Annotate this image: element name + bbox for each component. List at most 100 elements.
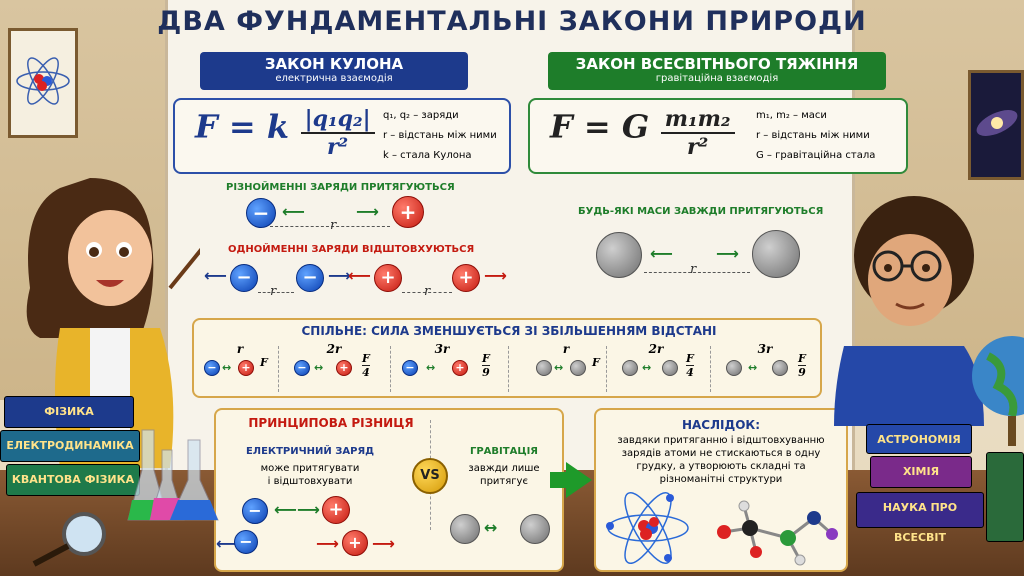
book-quantum-physics: КВАНТОВА ФІЗИКА [6, 464, 140, 496]
cell-force-numerator: F [362, 352, 370, 366]
atom-icon [606, 492, 689, 564]
common-title: СПІЛЬНЕ: СИЛА ЗМЕНШУЄТЬСЯ ЗІ ЗБІЛЬШЕННЯМ… [301, 324, 717, 338]
result-title: НАСЛІДОК: [681, 418, 761, 432]
cell-separator [606, 346, 607, 392]
result-section: НАСЛІДОК: завдяки притяганню і відштовху… [594, 408, 848, 572]
arrow-left-icon: ⟵ [216, 534, 239, 553]
positive-charge-icon: + [322, 496, 350, 524]
coulomb-legend-constant: k – стала Кулона [383, 150, 472, 161]
gravity-formula: F = G m₁m₂ r² [550, 106, 735, 160]
mass-icon [622, 360, 638, 376]
same-charges-label: ОДНОЙМЕННІ ЗАРЯДИ ВІДШТОВХУЮТЬСЯ [228, 244, 475, 255]
atom-poster [8, 28, 78, 138]
arrows-icon: ⟵⟶ [274, 500, 320, 519]
gravity-diff-title: ГРАВІТАЦІЯ [469, 446, 539, 457]
positive-charge-icon: + [452, 360, 468, 376]
common-cell: 2r ↔ F 4 [614, 342, 718, 394]
cell-separator [390, 346, 391, 392]
arrow-left-icon: ⟵ [282, 202, 305, 221]
mass-icon [520, 514, 550, 544]
cell-distance: r [562, 342, 570, 356]
mass-icon [596, 232, 642, 278]
cell-separator [710, 346, 711, 392]
positive-charge-icon: + [374, 264, 402, 292]
cell-distance: 3r [434, 342, 450, 356]
mass-icon [570, 360, 586, 376]
distance-line [258, 292, 294, 293]
book-astronomy: АСТРОНОМІЯ [866, 424, 972, 454]
gravity-legend: m₁, m₂ – маси r – відстань між ними G – … [756, 106, 875, 166]
difference-title: ПРИНЦИПОВА РІЗНИЦЯ [248, 416, 414, 430]
mass-icon [772, 360, 788, 376]
cell-distance: 2r [326, 342, 342, 356]
cell-force: F [592, 356, 600, 369]
coulomb-fraction: |q₁q₂| r² [300, 106, 375, 160]
coulomb-formula-numerator: |q₁q₂| [300, 106, 375, 134]
cell-force-numerator: F [592, 356, 600, 369]
arrow-right-icon: ⟶ [328, 266, 351, 285]
cell-force: F 9 [798, 352, 806, 379]
cell-force: F [260, 356, 268, 369]
cell-force-numerator: F [260, 356, 268, 369]
common-cell: 3r − ↔ + F 9 [400, 342, 504, 394]
distance-label: r [330, 218, 337, 233]
cell-force-numerator: F [798, 352, 806, 366]
cell-distance: 2r [648, 342, 664, 356]
cell-separator [278, 346, 279, 392]
coulomb-formula: F = k |q₁q₂| r² [195, 106, 375, 160]
next-arrow-icon [566, 462, 592, 498]
cell-separator [508, 346, 509, 392]
arrow-left-icon: ⟵ [650, 244, 673, 263]
coulomb-formula-box: F = k |q₁q₂| r² q₁, q₂ – заряди r – відс… [173, 98, 511, 174]
gravity-formula-box: F = G m₁m₂ r² m₁, m₂ – маси r – відстань… [528, 98, 908, 174]
mass-icon [450, 514, 480, 544]
coulomb-legend: q₁, q₂ – заряди r – відстань між ними k … [383, 106, 497, 166]
negative-charge-icon: − [294, 360, 310, 376]
galaxy-icon [976, 110, 1018, 136]
mass-icon [752, 230, 800, 278]
negative-charge-icon: − [230, 264, 258, 292]
book-chemistry: ХІМІЯ [870, 456, 972, 488]
negative-charge-icon: − [296, 264, 324, 292]
arrow-right-icon: ⟶ [316, 534, 339, 553]
arrow-right-icon: ⟶ [372, 534, 395, 553]
arrow-left-icon: ⟵ [204, 266, 227, 285]
gravity-formula-numerator: m₁m₂ [660, 106, 735, 134]
coulomb-formula-denominator: r² [326, 134, 349, 160]
negative-charge-icon: − [242, 498, 268, 524]
negative-charge-icon: − [204, 360, 220, 376]
gravity-header: ЗАКОН ВСЕСВІТНЬОГО ТЯЖІННЯ гравітаційна … [548, 52, 886, 90]
cell-distance: 3r [757, 342, 773, 356]
distance-line [270, 226, 390, 227]
book-physics: ФІЗИКА [4, 396, 134, 428]
distance-label: r [270, 284, 277, 299]
atom-icon [16, 57, 70, 105]
arrow-left-icon: ⟵ [348, 266, 371, 285]
electric-title: ЕЛЕКТРИЧНИЙ ЗАРЯД [245, 446, 375, 457]
arrows-icon: ↔ [554, 361, 564, 374]
gravity-legend-masses: m₁, m₂ – маси [756, 110, 827, 121]
arrows-icon: ↔ [484, 518, 498, 537]
arrows-icon: ↔ [222, 361, 232, 374]
book-universe-science: НАУКА ПРО ВСЕСВІТ [856, 492, 984, 544]
boy-character [834, 196, 984, 426]
vs-badge: VS [412, 458, 448, 494]
distance-line [402, 292, 452, 293]
book-spine [986, 452, 1024, 542]
negative-charge-icon: − [234, 530, 258, 554]
cell-force-denominator: 9 [482, 366, 490, 379]
positive-charge-icon: + [238, 360, 254, 376]
arrows-icon: ↔ [642, 361, 652, 374]
arrow-right-icon: ⟶ [484, 266, 507, 285]
negative-charge-icon: − [246, 198, 276, 228]
cell-force-denominator: 4 [362, 366, 370, 379]
cell-force: F 4 [686, 352, 694, 379]
gravity-subtitle: гравітаційна взаємодія [655, 73, 779, 84]
gravity-legend-distance: r – відстань між ними [756, 130, 870, 141]
result-text: завдяки притяганню і відштовхуванню заря… [617, 435, 825, 485]
molecule-icon [717, 500, 838, 566]
arrows-icon: ↔ [314, 361, 324, 374]
opposite-charges-label: РІЗНОЙМЕННІ ЗАРЯДИ ПРИТЯГУЮТЬСЯ [226, 182, 455, 193]
coulomb-title: ЗАКОН КУЛОНА [264, 55, 404, 73]
common-section: СПІЛЬНЕ: СИЛА ЗМЕНШУЄТЬСЯ ЗІ ЗБІЛЬШЕННЯМ… [192, 318, 822, 398]
